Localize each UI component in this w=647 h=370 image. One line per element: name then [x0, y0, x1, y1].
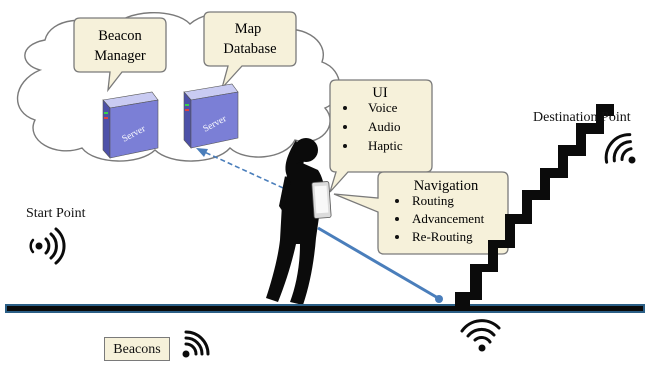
nav-item-routing: Routing	[412, 193, 454, 208]
phone-icon	[311, 181, 332, 219]
wifi-beacon-icon	[460, 319, 501, 352]
ui-item-haptic: Haptic	[368, 138, 403, 153]
ui-title: UI	[372, 85, 387, 101]
beacon-manager-label-2: Manager	[94, 48, 146, 64]
staircase-icon	[455, 104, 614, 306]
ui-bubble: UI Voice Audio Haptic	[329, 79, 433, 193]
nav-item-advancement: Advancement	[412, 211, 485, 226]
person-icon	[266, 138, 325, 305]
map-database-label-1: Map	[235, 21, 262, 37]
floor-line	[5, 304, 645, 313]
map-database-label-2: Database	[223, 41, 276, 57]
wifi-beacon-icon	[182, 330, 210, 358]
ui-item-voice: Voice	[368, 100, 398, 115]
nav-item-rerouting: Re-Routing	[412, 229, 473, 244]
server-icon: Server	[183, 83, 239, 149]
destination-point-label: Destination Point	[533, 110, 631, 125]
start-point-label: Start Point	[26, 206, 86, 221]
navigation-title: Navigation	[414, 178, 479, 194]
wifi-beacon-icon	[29, 227, 66, 265]
beacons-legend-box: Beacons	[104, 337, 170, 361]
beacon-manager-label-1: Beacon	[98, 28, 142, 44]
server-icon: Server	[102, 91, 159, 159]
ui-item-audio: Audio	[368, 119, 401, 134]
wifi-beacon-icon	[604, 133, 636, 164]
beacon-manager-bubble: Beacon Manager	[73, 17, 167, 93]
map-database-bubble: Map Database	[203, 11, 297, 89]
cane-icon	[317, 226, 443, 303]
navigation-bubble: Navigation Routing Advancement Re-Routin…	[333, 171, 509, 255]
